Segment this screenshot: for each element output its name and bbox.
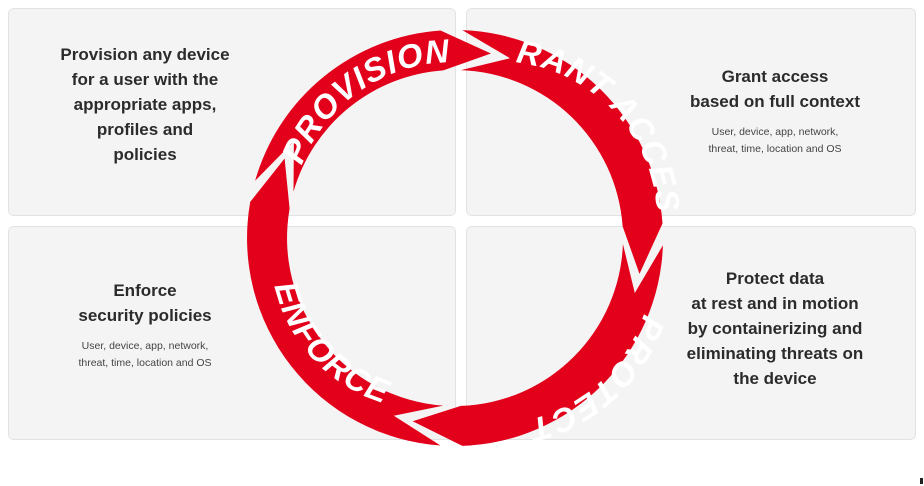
provision-panel [8,8,456,216]
grant-access-text-block: Grant access based on full context User,… [650,64,900,158]
corner-mark [920,478,923,484]
ring-segments [247,30,663,446]
grant-access-heading: Grant access based on full context [689,67,861,111]
enforce-text-block: Enforce security policies User, device, … [20,278,270,372]
protect-text-block: Protect data at rest and in motion by co… [650,266,900,391]
grant-access-segment [460,30,663,274]
grant-access-panel [466,8,916,216]
protect-heading: Protect data at rest and in motion by co… [686,269,864,388]
grant-access-details: User, device, app, network, threat, time… [708,126,842,155]
enforce-segment [247,158,444,446]
enforce-heading: Enforce security policies [78,281,212,325]
enforce-details: User, device, app, network, threat, time… [78,340,212,369]
provision-heading: Provision any device for a user with the… [60,45,230,164]
provision-text-block: Provision any device for a user with the… [20,42,270,167]
provision-segment [255,30,491,192]
protect-segment [412,243,663,446]
